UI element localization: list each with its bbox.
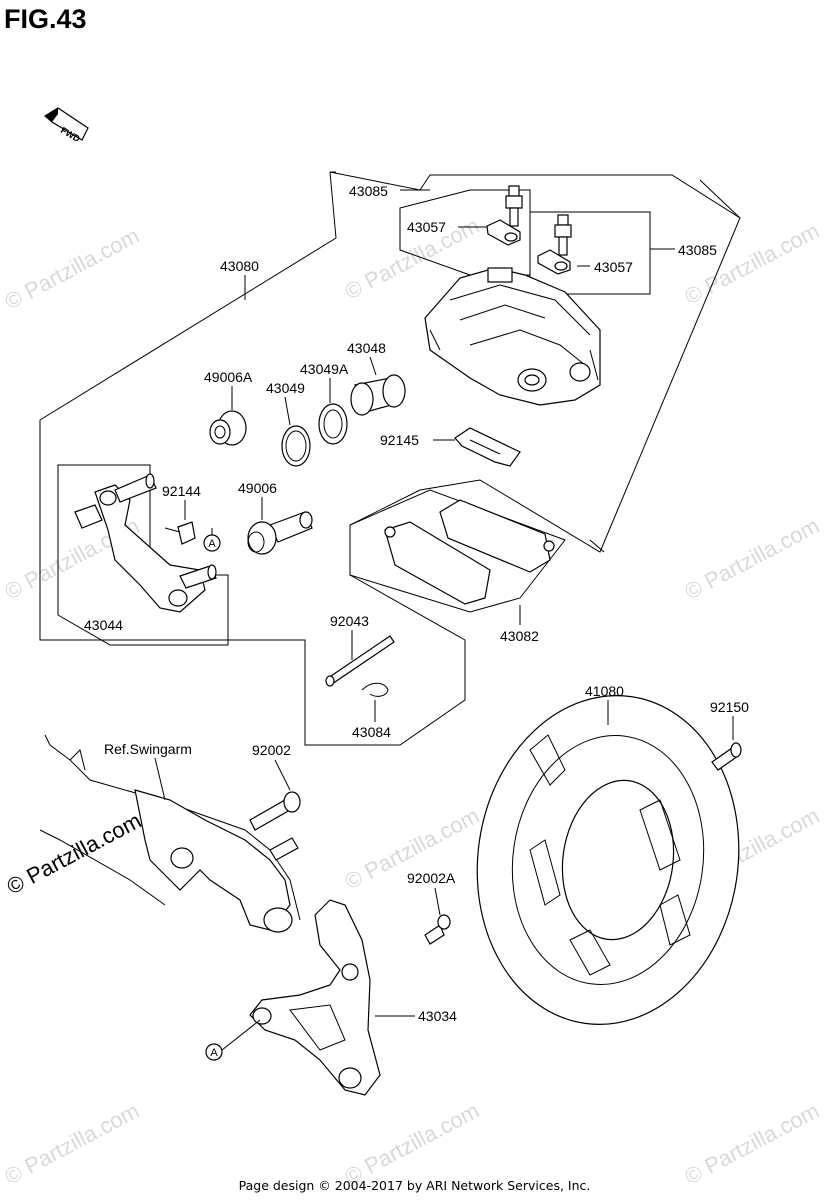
label-43082: 43082	[500, 628, 539, 644]
pin-clip	[361, 682, 389, 697]
label-92150: 92150	[710, 699, 749, 715]
brake-pad-front	[384, 521, 491, 605]
watermark: © Partzilla.com	[341, 1098, 484, 1190]
watermark: © Partzilla.com	[681, 513, 824, 605]
part-labels: 43085 43057 43085 43057 43080 43048 4304…	[84, 183, 749, 1024]
label-43049: 43049	[266, 380, 305, 396]
leader-lines	[154, 189, 734, 1051]
bleeder-valve-right	[554, 214, 572, 256]
label-41080: 41080	[585, 683, 624, 699]
watermark: © Partzilla.com	[681, 1098, 824, 1190]
label-43084: 43084	[352, 724, 391, 740]
pad-spring	[454, 427, 521, 467]
brake-pad-rear	[439, 499, 555, 573]
label-43057-left: 43057	[407, 219, 446, 235]
watermarks: © Partzilla.com © Partzilla.com © Partzi…	[1, 213, 824, 1190]
label-43044: 43044	[84, 617, 123, 633]
watermark: © Partzilla.com	[1, 1098, 144, 1190]
piston	[350, 374, 406, 416]
svg-text:A: A	[210, 1047, 218, 1059]
label-43057-right: 43057	[594, 259, 633, 275]
swingarm	[39, 734, 301, 933]
bleeder-valve-left	[505, 185, 523, 227]
seal-43049A	[318, 403, 348, 445]
caliper-bracket	[74, 473, 217, 613]
bolt-92002	[249, 791, 301, 831]
label-92043: 92043	[330, 613, 369, 629]
label-43085-right: 43085	[678, 242, 717, 258]
assembly-outline-detail	[589, 179, 741, 553]
caliper-mount-bracket	[249, 899, 381, 1096]
boot-49006	[247, 511, 313, 555]
bleeder-cap-right	[537, 249, 571, 275]
label-43049A: 43049A	[300, 361, 349, 377]
brake-disc	[476, 695, 740, 1025]
watermark: © Partzilla.com	[1, 223, 144, 315]
watermark: © Partzilla.com	[681, 218, 824, 310]
bolt-92002A	[424, 914, 451, 945]
figure-title: FIG.43	[4, 4, 87, 34]
label-92145: 92145	[380, 432, 419, 448]
assembly-outline	[39, 171, 741, 746]
fwd-arrow-icon: FWD	[43, 107, 89, 144]
label-92002: 92002	[252, 742, 291, 758]
label-43048: 43048	[347, 340, 386, 356]
footer-copyright: Page design © 2004-2017 by ARI Network S…	[238, 1178, 591, 1193]
bleeder-cap-left	[486, 219, 521, 246]
label-ref-swingarm: Ref.Swingarm	[104, 741, 192, 757]
label-43080: 43080	[220, 258, 259, 274]
watermark-emphasis: © Partzilla.com	[3, 808, 146, 900]
callout-a-upper: A	[203, 534, 221, 552]
label-49006A: 49006A	[204, 369, 253, 385]
svg-text:A: A	[208, 538, 216, 550]
boot-49006A	[209, 410, 247, 446]
label-92002A: 92002A	[407, 870, 456, 886]
callout-a-lower: A	[205, 1043, 223, 1061]
bleeder-box-right	[529, 211, 651, 295]
label-92144: 92144	[162, 483, 201, 499]
label-49006: 49006	[238, 480, 277, 496]
label-43034: 43034	[418, 1008, 457, 1024]
caliper-body	[424, 267, 601, 406]
pads-box	[349, 489, 566, 613]
pad-pin	[325, 635, 395, 687]
disc-bolt	[711, 742, 742, 771]
pad-clip	[177, 521, 196, 545]
label-43085-top: 43085	[349, 183, 388, 199]
